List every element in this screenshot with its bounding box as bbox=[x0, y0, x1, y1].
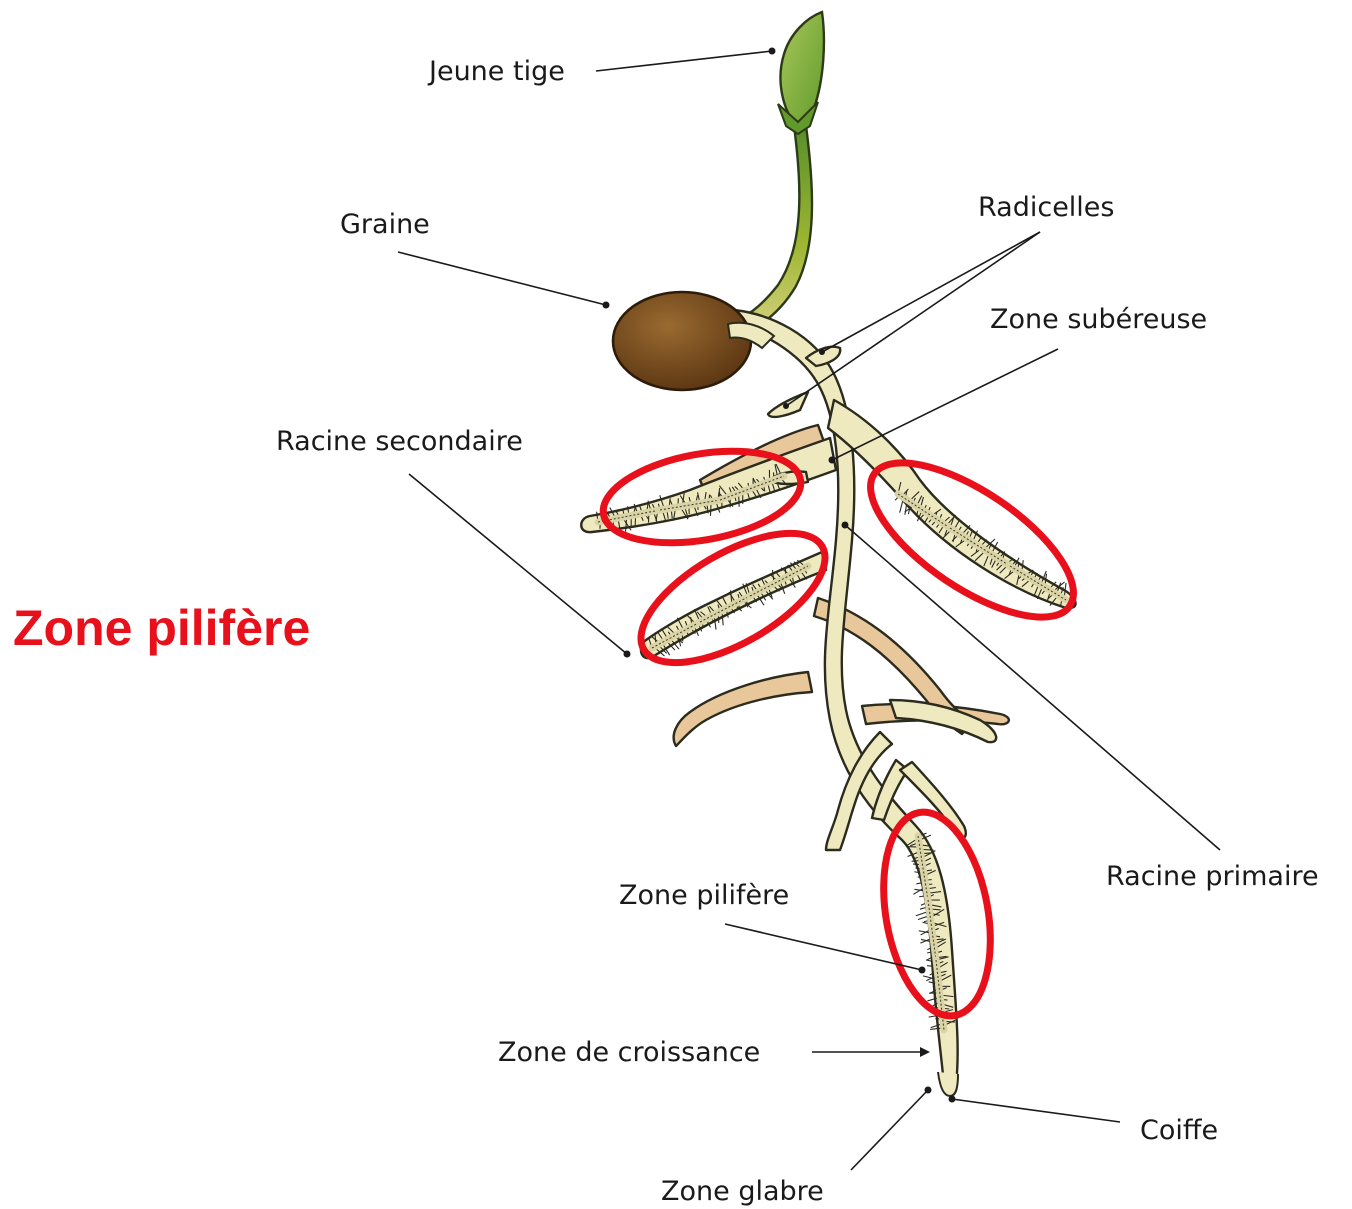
young-stem bbox=[728, 110, 812, 336]
leader-jeune-tige bbox=[596, 51, 772, 71]
label-graine: Graine bbox=[340, 209, 430, 240]
seed bbox=[613, 292, 751, 390]
label-zone-pilifere: Zone pilifère bbox=[619, 880, 789, 911]
leader-graine bbox=[398, 252, 606, 305]
secondary-root-right bbox=[828, 400, 1076, 608]
label-coiffe: Coiffe bbox=[1140, 1115, 1218, 1146]
label-zone-glabre: Zone glabre bbox=[661, 1176, 824, 1207]
root-cap bbox=[938, 1072, 958, 1096]
label-racine-primaire: Racine primaire bbox=[1106, 861, 1319, 892]
label-zone-croissance: Zone de croissance bbox=[498, 1037, 760, 1068]
leader-zone-glabre bbox=[851, 1090, 928, 1170]
seedling-illustration bbox=[581, 12, 1075, 1096]
leader-coiffe bbox=[952, 1099, 1120, 1122]
label-zone-subereuse: Zone subéreuse bbox=[990, 304, 1207, 335]
label-racine-secondaire: Racine secondaire bbox=[276, 426, 523, 457]
label-jeune-tige: Jeune tige bbox=[427, 56, 565, 87]
secondary-root-mid-left bbox=[674, 672, 812, 746]
leader-zone-subereuse bbox=[832, 349, 1058, 460]
leader-racine-secondaire bbox=[409, 474, 627, 654]
highlight-title: Zone pilifère bbox=[13, 600, 310, 656]
label-radicelles: Radicelles bbox=[978, 192, 1115, 223]
